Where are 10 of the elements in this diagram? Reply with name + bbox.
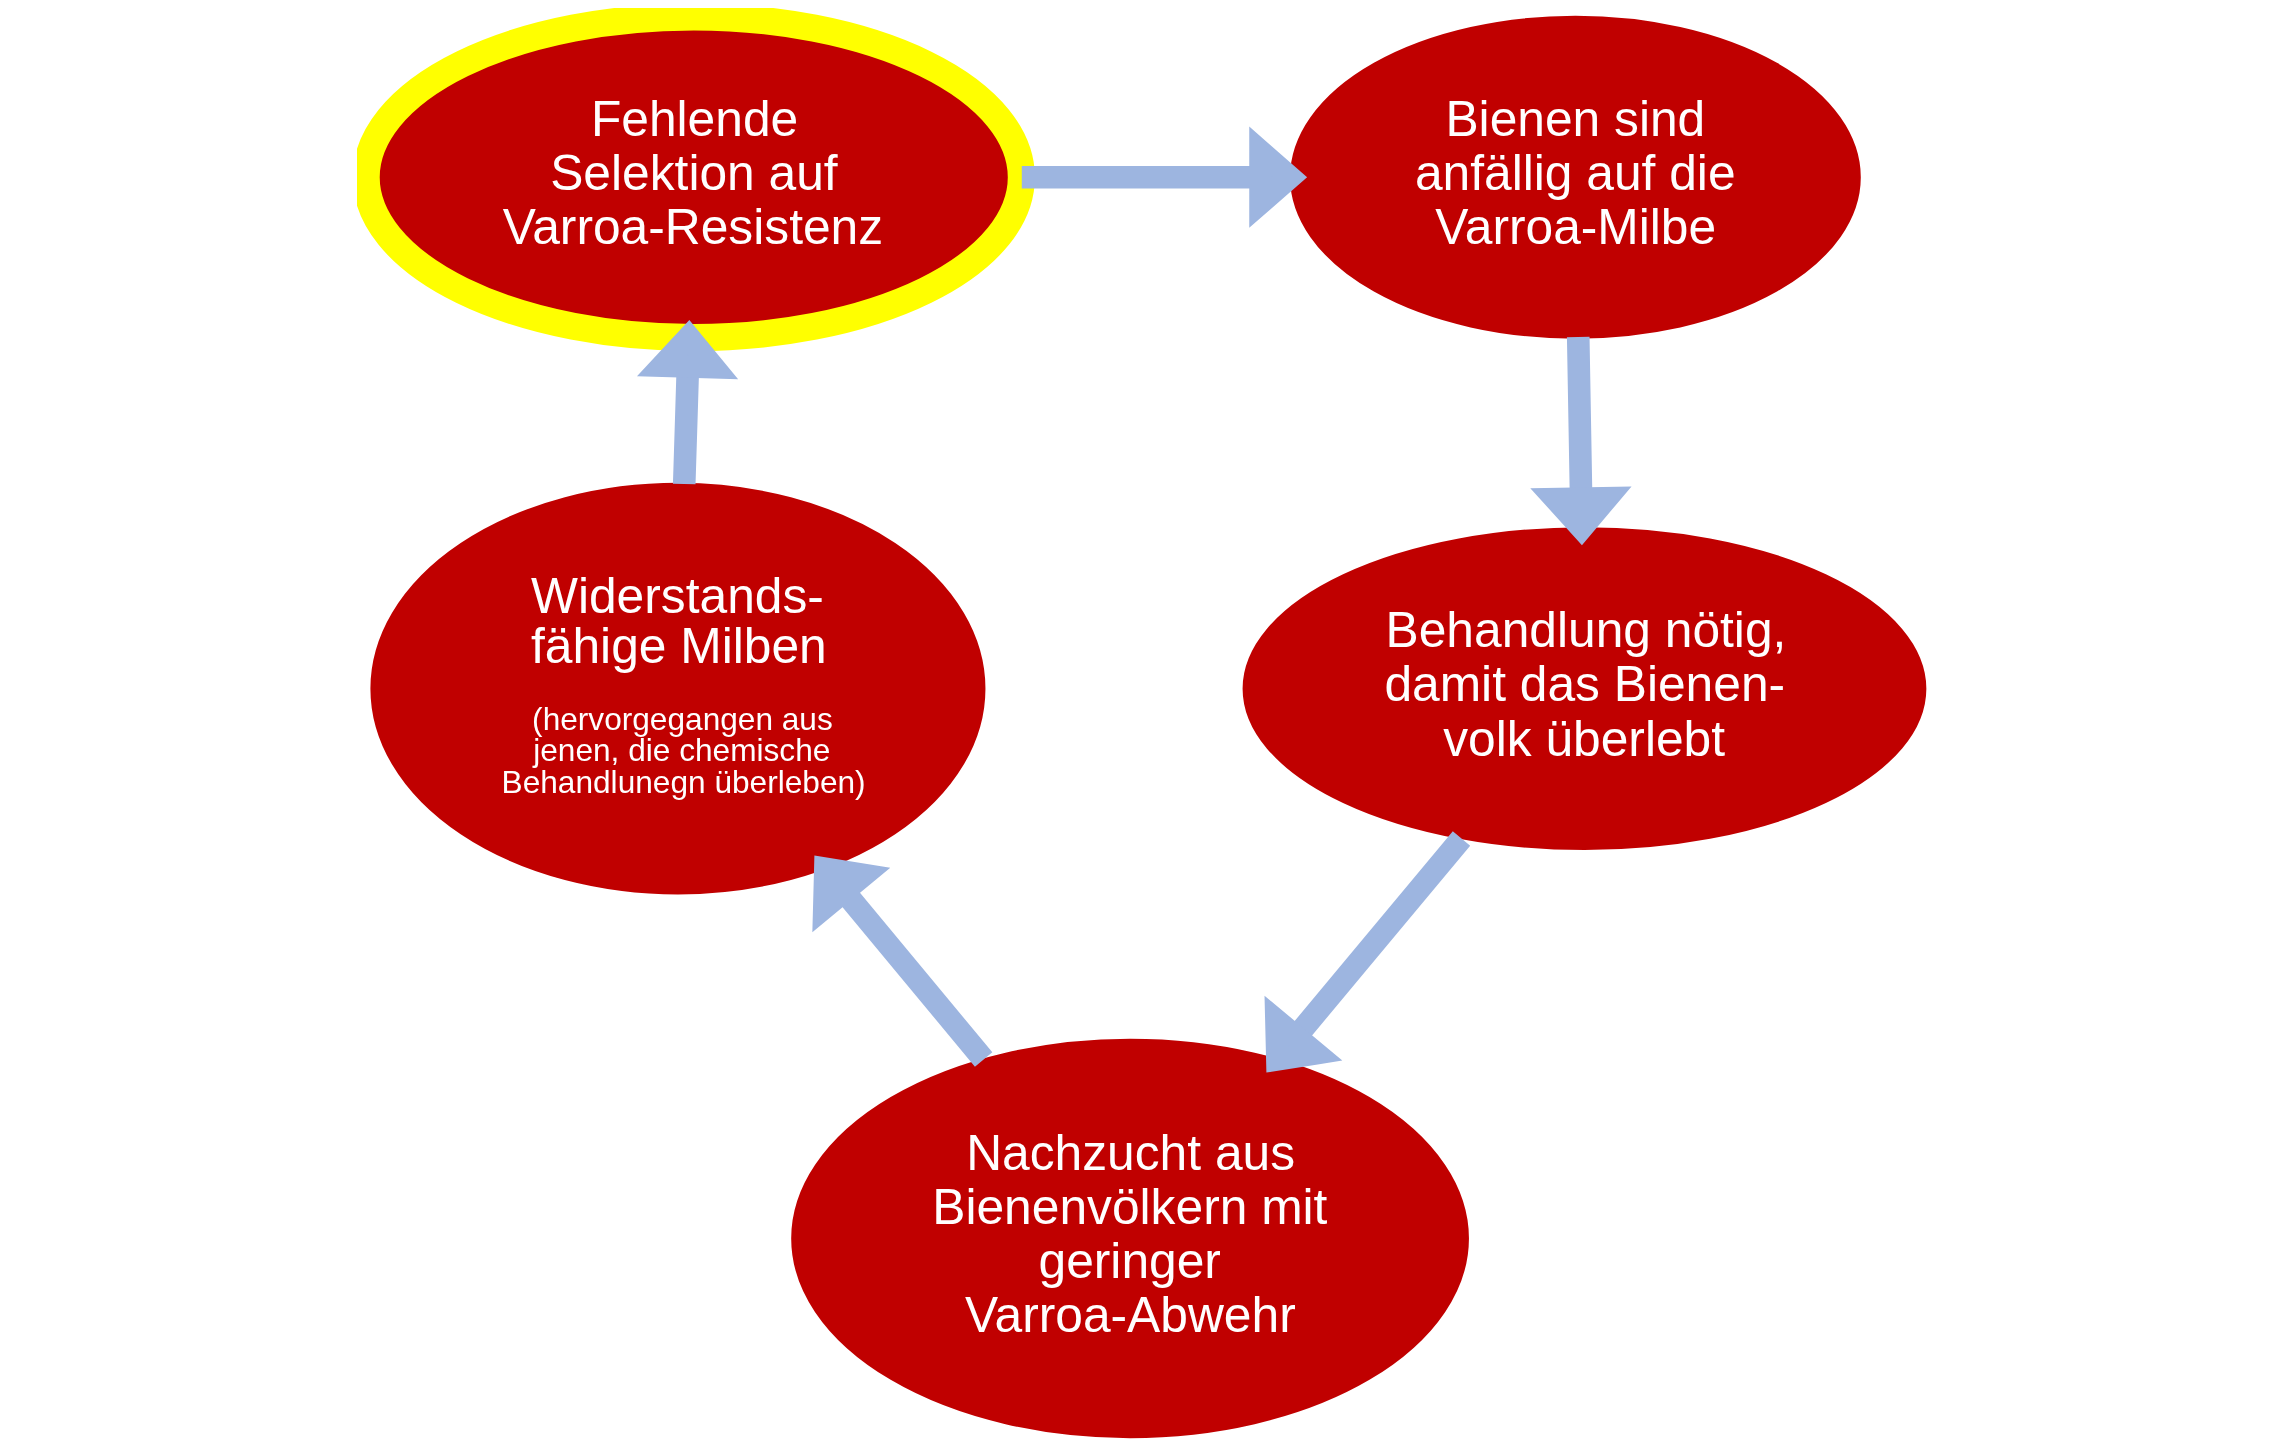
arrow: [1264, 831, 1471, 1073]
arrow: [636, 319, 739, 485]
node-ellipse: Bienen sind anfällig auf die Varroa-Milbe: [1290, 15, 1861, 339]
node-ellipse: Fehlende Selektion auf Varroa-Resistenz: [357, 8, 1035, 352]
arrow: [1530, 336, 1632, 546]
arrow: [812, 855, 993, 1067]
node-ellipse: Widerstands- fähige Milben (hervorgegangen aus jenen, die chemische Behandlunegn überleben): [370, 482, 986, 895]
arrow: [1021, 126, 1308, 228]
node-ellipse: Nachzucht aus Bienenvölkern mit geringer Varroa-Abwehr: [791, 1038, 1469, 1439]
node-ellipse: Behandlung nötig, damit das Bienen- volk überlebt: [1242, 527, 1927, 851]
